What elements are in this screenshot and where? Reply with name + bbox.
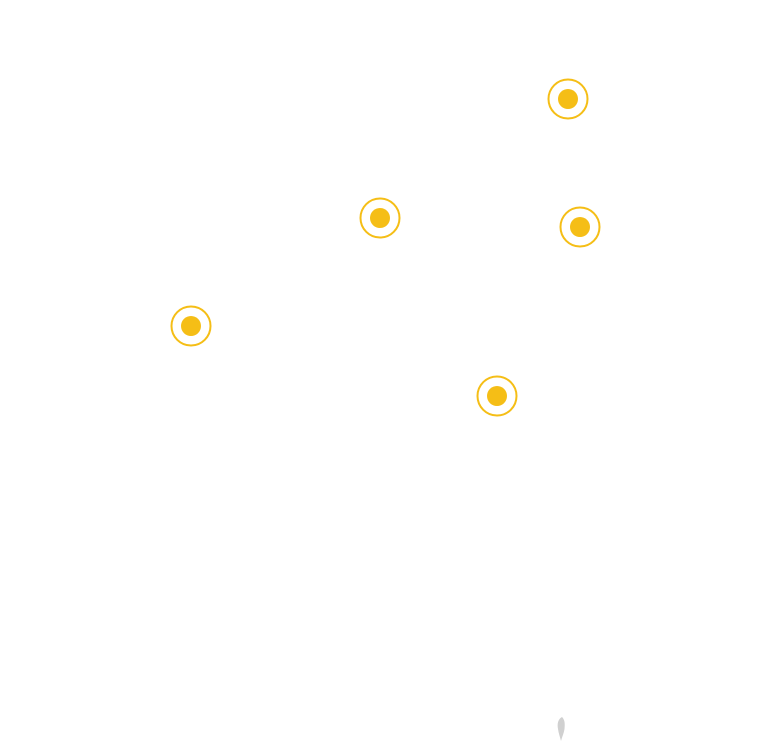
location-dot-icon	[170, 305, 212, 347]
map-marker-1[interactable]	[547, 78, 589, 120]
map-marker-2[interactable]	[359, 197, 401, 239]
map-marker-5[interactable]	[476, 375, 518, 417]
location-dot-icon	[476, 375, 518, 417]
map-marker-3[interactable]	[559, 206, 601, 248]
location-dot-icon	[559, 206, 601, 248]
location-dot-icon	[547, 78, 589, 120]
map-marker-4[interactable]	[170, 305, 212, 347]
map-pin-icon	[553, 716, 569, 742]
location-dot-icon	[359, 197, 401, 239]
